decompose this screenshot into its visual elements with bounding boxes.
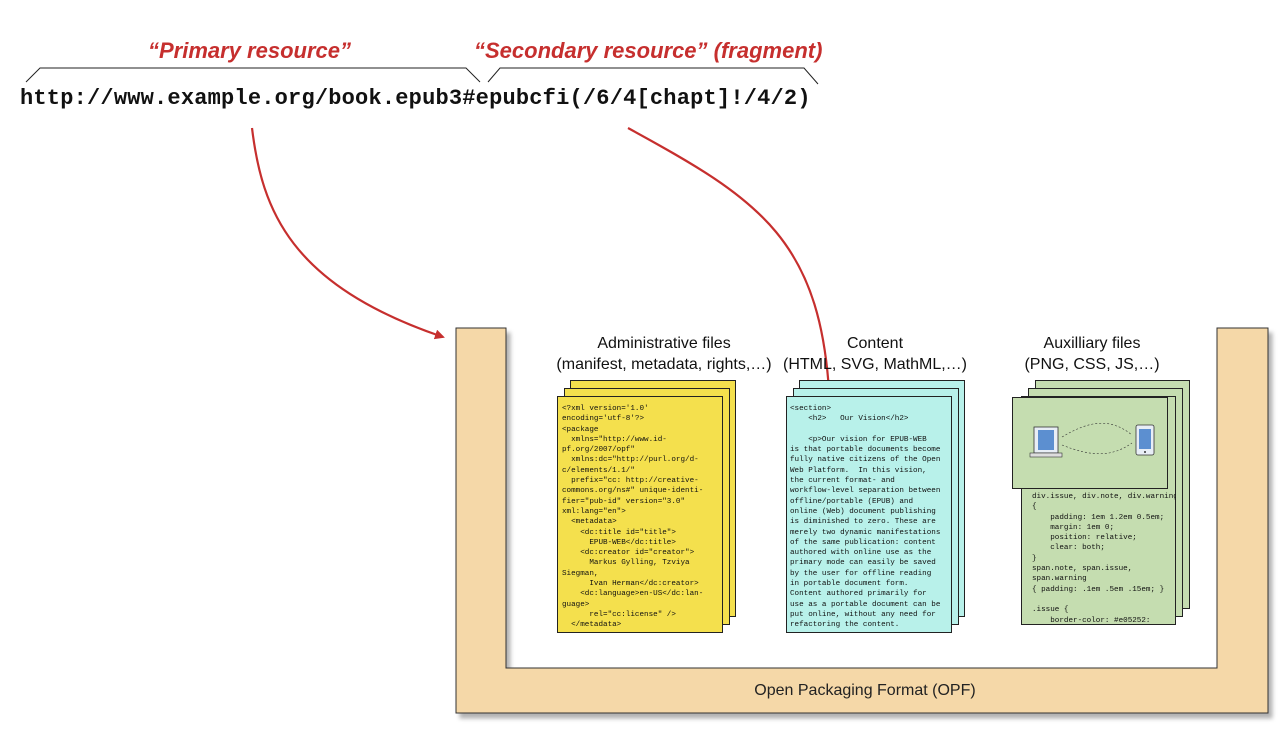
aux-files-title-line2: (PNG, CSS, JS,…): [1024, 356, 1160, 373]
admin-code-snippet: <?xml version='1.0' encoding='utf-8'?> <…: [562, 405, 704, 630]
laptop-icon: [1029, 426, 1063, 458]
admin-page-front: [557, 396, 723, 633]
admin-files-title-line1: Administrative files: [597, 335, 731, 352]
content-files-title: Content (HTML, SVG, MathML,…): [760, 333, 990, 375]
content-page-front: [786, 396, 952, 633]
opf-container: [455, 327, 1269, 714]
epubcfi-url: http://www.example.org/book.epub3#epubcf…: [20, 86, 811, 111]
content-files-title-line2: (HTML, SVG, MathML,…): [782, 356, 968, 373]
primary-bracket: [25, 67, 481, 83]
admin-files-title-line2: (manifest, metadata, rights,…): [556, 356, 772, 373]
content-files-title-line1: Content: [846, 335, 904, 352]
primary-arrow: [250, 127, 445, 340]
device-sync-illustration: [1029, 423, 1155, 458]
secondary-bracket: [487, 67, 819, 85]
tablet-icon: [1135, 424, 1155, 456]
aux-files-title: Auxilliary files (PNG, CSS, JS,…): [992, 333, 1192, 375]
secondary-arrow: [627, 127, 835, 412]
content-code-snippet: <section> <h2> Our Vision</h2> <p>Our vi…: [790, 405, 941, 630]
secondary-resource-label: “Secondary resource” (fragment): [474, 38, 823, 63]
aux-css-snippet: div.issue, div.note, div.warning { paddi…: [1032, 493, 1176, 622]
admin-files-title: Administrative files (manifest, metadata…: [530, 333, 798, 375]
aux-files-title-line1: Auxilliary files: [1043, 335, 1141, 352]
primary-resource-label: “Primary resource”: [148, 38, 351, 63]
opf-label: Open Packaging Format (OPF): [754, 682, 976, 699]
